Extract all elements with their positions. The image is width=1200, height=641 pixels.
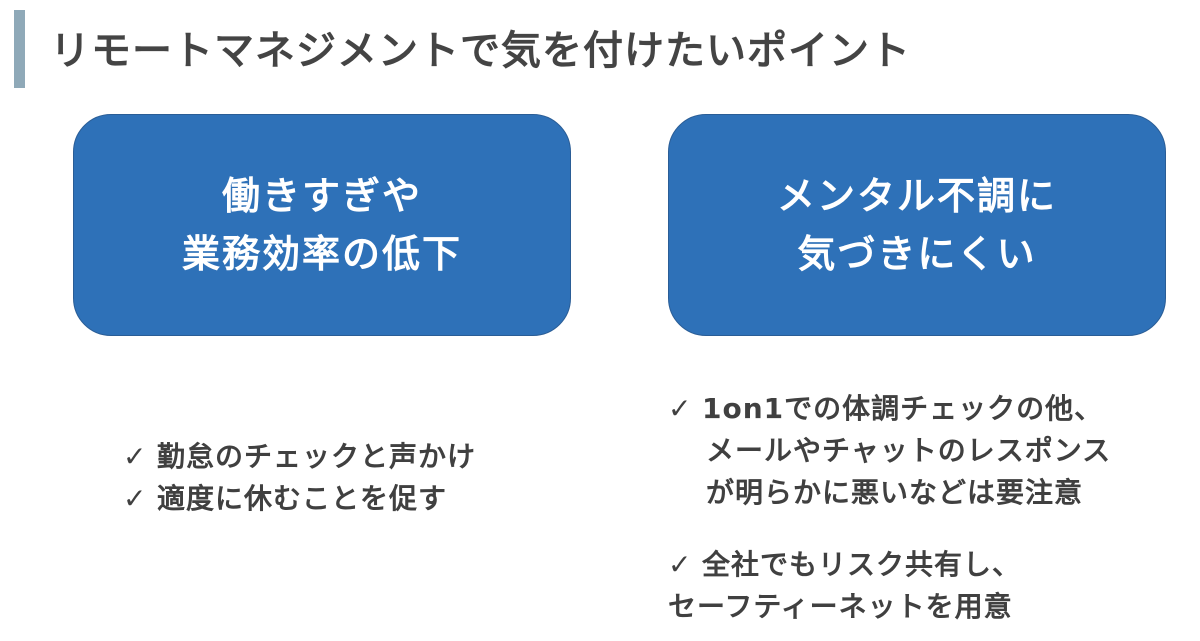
- right-note-item-1-line1: 1on1での体調チェックの他、: [702, 392, 1104, 425]
- checkmark-icon: ✓: [123, 440, 148, 473]
- note-spacer: [668, 514, 1111, 544]
- point-box-mental-line2: 気づきにくい: [797, 232, 1037, 276]
- checkmark-icon: ✓: [123, 482, 148, 515]
- right-note-item-1-line2: メールやチャットのレスポンス: [706, 434, 1112, 467]
- left-note-item-2: ✓ 適度に休むことを促す: [123, 478, 476, 520]
- slide-title: リモートマネジメントで気を付けたいポイント: [50, 28, 911, 74]
- left-note-item-1-text: 勤怠のチェックと声かけ: [157, 440, 477, 473]
- checkmark-icon: ✓: [668, 392, 693, 425]
- left-notes: ✓ 勤怠のチェックと声かけ ✓ 適度に休むことを促す: [123, 436, 476, 520]
- point-box-mental: メンタル不調に 気づきにくい: [668, 114, 1166, 336]
- checkmark-icon: ✓: [668, 548, 693, 581]
- right-notes: ✓ 1on1での体調チェックの他、 メールやチャットのレスポンス が明らかに悪いな…: [668, 388, 1111, 628]
- point-box-mental-text: メンタル不調に 気づきにくい: [777, 167, 1057, 283]
- point-box-overwork-line1: 働きすぎや: [221, 174, 422, 218]
- point-box-overwork-line2: 業務効率の低下: [181, 232, 462, 276]
- title-accent-bar: [14, 10, 25, 88]
- right-note-item-2-line1: 全社でもリスク共有し、: [702, 548, 1022, 581]
- point-box-mental-line1: メンタル不調に: [776, 174, 1057, 218]
- point-box-overwork: 働きすぎや 業務効率の低下: [73, 114, 571, 336]
- left-note-item-1: ✓ 勤怠のチェックと声かけ: [123, 436, 476, 478]
- right-note-item-2: ✓ 全社でもリスク共有し、: [668, 544, 1111, 586]
- point-box-overwork-text: 働きすぎや 業務効率の低下: [182, 167, 462, 283]
- left-note-item-2-text: 適度に休むことを促す: [157, 482, 448, 515]
- right-note-item-1: ✓ 1on1での体調チェックの他、: [668, 388, 1111, 430]
- right-note-item-2-line2: セーフティーネットを用意: [668, 590, 1013, 623]
- right-note-item-1-line3: が明らかに悪いなどは要注意: [706, 476, 1084, 509]
